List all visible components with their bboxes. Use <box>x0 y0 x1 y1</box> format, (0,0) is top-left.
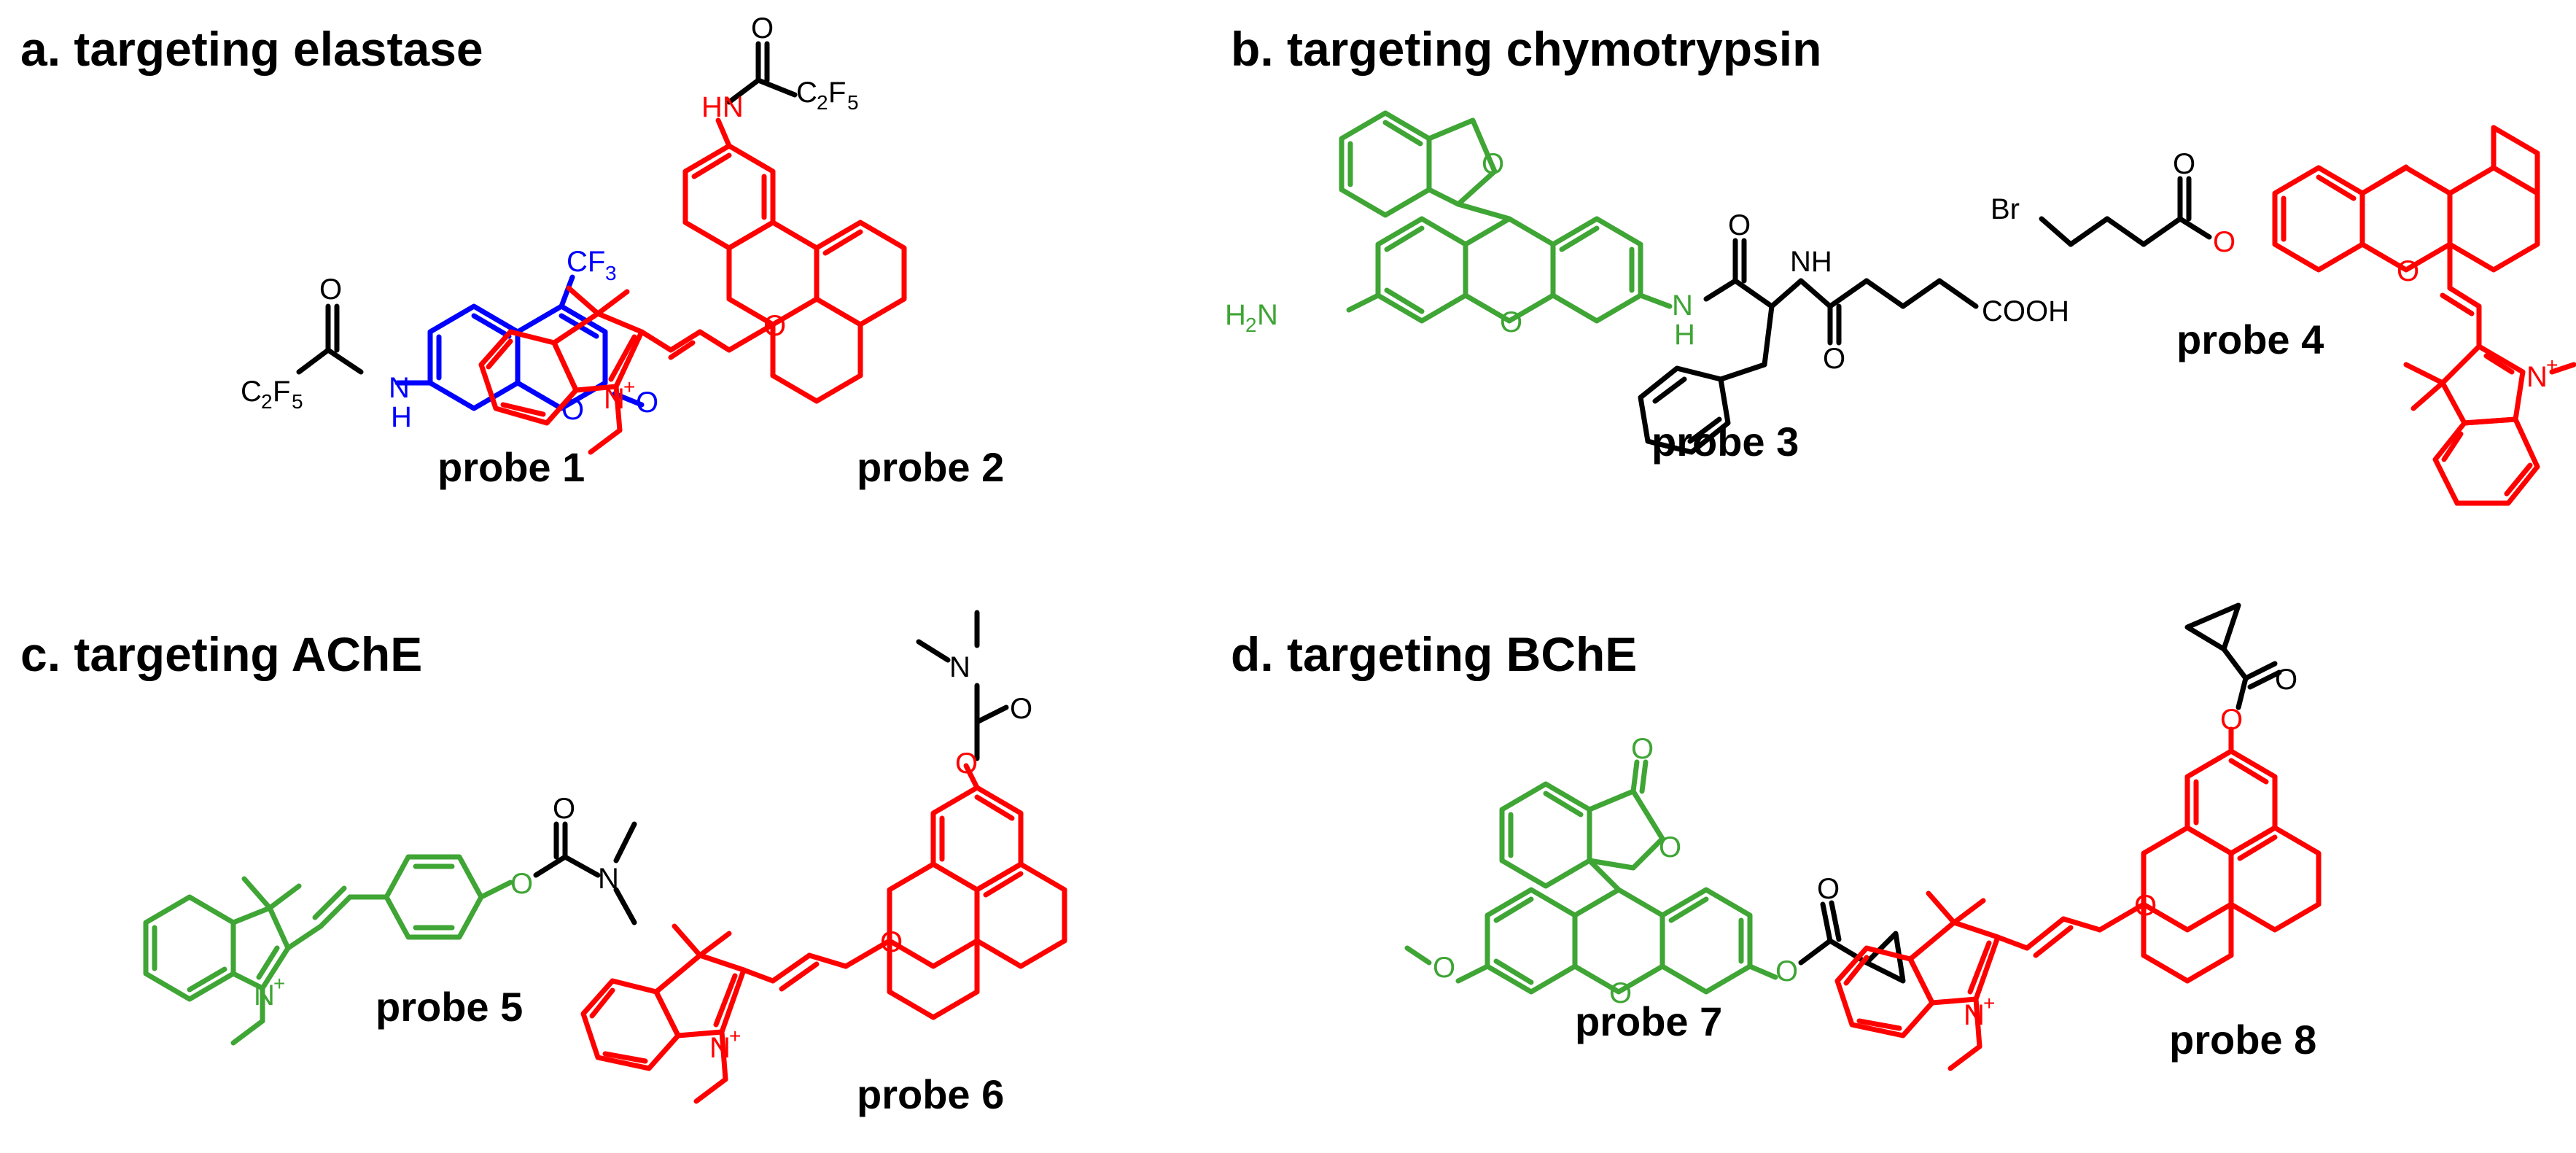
probe-7-xanthene-oxygen: O <box>1609 977 1632 1009</box>
probe-5-label: probe 5 <box>375 984 523 1030</box>
probe-1-carbonyl-oxygen: O <box>636 387 658 419</box>
probe-2-label: probe 2 <box>857 444 1004 490</box>
probe-3-rhodamine-core <box>1339 110 1673 324</box>
probe-8-structure: O O O N + <box>1834 602 2322 1071</box>
probe-6-carbamate-n: N <box>949 651 970 683</box>
svg-text:F: F <box>273 376 290 408</box>
probe-6-carbonyl-oxygen: O <box>1010 693 1032 725</box>
probe-4-xanthene-oxygen: O <box>2397 255 2419 287</box>
probe-1-structure: O O N H CF 3 O C 2 F 5 <box>241 246 658 433</box>
probe-5-phenoxy-oxygen: O <box>510 868 533 900</box>
probe-6-charge: + <box>729 1025 741 1047</box>
probe-5-charge: + <box>273 972 285 995</box>
probe-3-amide-nh: NH <box>1790 246 1832 278</box>
probe-6-xanthene-oxygen: O <box>880 926 903 958</box>
panel-b-title: b. targeting chymotrypsin <box>1231 22 1821 76</box>
probe-8-xanthene-oxygen: O <box>2134 890 2157 922</box>
svg-text:CF: CF <box>567 246 605 278</box>
probe-4-structure: Br O O O N + <box>1991 125 2576 506</box>
probe-2-xanthene-oxygen: O <box>763 310 786 342</box>
probe-5-carbamate <box>533 821 637 925</box>
svg-text:5: 5 <box>292 390 303 413</box>
probe-4-label: probe 4 <box>2176 317 2324 362</box>
panel-c-title: c. targeting AChE <box>20 627 422 681</box>
probe-1-label: probe 1 <box>437 444 585 490</box>
probe-3-lactone-oxygen: O <box>1482 148 1504 180</box>
probe-7-structure: O O O O O O <box>1404 733 1906 1009</box>
probe-4-ester-oxygen: O <box>2213 226 2235 258</box>
svg-text:N: N <box>1257 299 1278 331</box>
probe-8-label: probe 8 <box>2169 1017 2316 1063</box>
probe-1-ring-oxygen: O <box>561 394 584 426</box>
probe-3-amide-oxygen-1: O <box>1728 209 1751 241</box>
probe-4-n-plus: N <box>2526 361 2548 393</box>
probe-7-label: probe 7 <box>1575 998 1722 1044</box>
probe-5-hemicyanine-core <box>143 854 513 1046</box>
probe-1-cf3: CF 3 <box>567 246 617 284</box>
probe-6-hemicyanine-core <box>580 763 1067 1104</box>
probe-7-ester-carbonyl-oxygen: O <box>1817 873 1840 905</box>
probe-4-charge: + <box>2546 354 2558 376</box>
probe-7-ester-oxygen: O <box>1775 955 1798 987</box>
probe-7-lactone-oxygen: O <box>1659 831 1681 863</box>
probe-3-xanthene-oxygen: O <box>1500 306 1522 338</box>
probe-8-carbonyl-oxygen: O <box>2275 664 2297 696</box>
probe-2-amide <box>726 41 798 105</box>
probe-7-fluorescein-core <box>1404 759 1778 995</box>
probe-3-amide-oxygen-2: O <box>1823 343 1845 375</box>
svg-text:2: 2 <box>261 390 273 413</box>
probe-2-hemicyanine-core <box>478 117 907 455</box>
svg-text:C: C <box>241 376 262 408</box>
probe-3-cooh: COOH <box>1982 295 2069 327</box>
probe-3-nh-h: H <box>1674 319 1695 351</box>
probe-3-h2n: H 2 N <box>1225 299 1278 336</box>
probe-5-structure: O O N N + <box>143 793 637 1046</box>
probe-1-c2f5: C 2 F 5 <box>241 376 303 413</box>
probe-2-nh: HN <box>701 91 744 123</box>
svg-text:F: F <box>828 77 846 109</box>
probe-3-label: probe 3 <box>1651 419 1799 465</box>
probe-6-label: probe 6 <box>857 1071 1004 1117</box>
svg-text:2: 2 <box>817 91 828 114</box>
svg-text:2: 2 <box>1245 314 1257 336</box>
probe-8-hemicyanine-core <box>1834 726 2322 1071</box>
probe-5-carbamate-n: N <box>598 863 619 895</box>
probe-3-structure: O O H 2 N N H O NH O COOH <box>1225 110 2069 455</box>
probe-1-amide <box>296 303 364 375</box>
probe-2-structure: HN O C 2 F 5 O N + <box>478 12 907 455</box>
probe-3-phe-peptide <box>1638 238 1979 455</box>
panel-a-title: a. targeting elastase <box>20 22 483 76</box>
probe-5-carbonyl-oxygen: O <box>553 793 575 825</box>
probe-8-n-plus: N <box>1964 999 1985 1031</box>
probe-7-cyclopropanecarboxylate <box>1798 900 1906 984</box>
probe-6-n-plus: N <box>709 1032 731 1064</box>
probe-4-bromobutanoate <box>2039 176 2212 247</box>
probe-2-c2f5: C 2 F 5 <box>796 77 859 114</box>
probe-6-phenoxy-oxygen: O <box>955 748 978 780</box>
probe-1-amide-oxygen: O <box>319 273 342 306</box>
probe-7-carbonyl-oxygen: O <box>1631 733 1654 765</box>
svg-text:H: H <box>1225 299 1246 331</box>
probe-6-structure: N O O O N + <box>580 610 1067 1104</box>
svg-text:5: 5 <box>847 91 859 114</box>
probe-8-ester-oxygen: O <box>2220 704 2243 736</box>
probe-4-bromine: Br <box>1991 193 2020 225</box>
probe-4-carbonyl-oxygen: O <box>2173 148 2195 180</box>
svg-text:3: 3 <box>605 262 617 284</box>
probe-5-n-plus: N <box>254 979 275 1012</box>
probe-7-methoxy-oxygen: O <box>1433 952 1455 984</box>
probe-8-cyclopropanecarboxylate <box>2184 602 2282 710</box>
svg-text:C: C <box>796 77 817 109</box>
probe-2-charge: + <box>623 376 635 398</box>
probe-6-carbamate <box>916 610 1009 761</box>
probe-3-nh-n: N <box>1672 290 1693 322</box>
probe-2-n-plus: N <box>604 383 625 415</box>
panel-d-title: d. targeting BChE <box>1231 627 1637 681</box>
probe-4-hemicyanine-core <box>2272 125 2576 506</box>
probe-1-h: H <box>391 401 412 433</box>
probe-8-charge: + <box>1983 992 1995 1014</box>
probe-2-amide-oxygen: O <box>751 12 774 44</box>
probe-1-n: N <box>389 372 410 404</box>
